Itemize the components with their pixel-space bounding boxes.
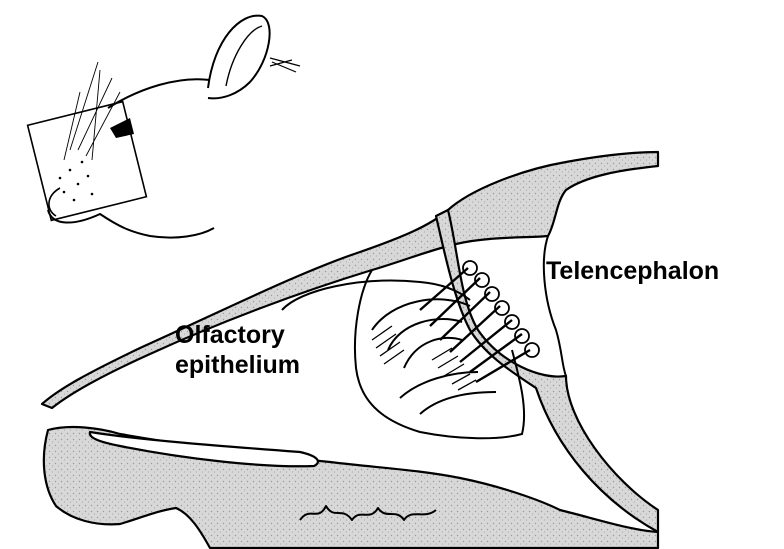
olfactory-epithelium-label-line-2: epithelium	[175, 350, 300, 380]
ear-outline	[208, 16, 270, 99]
snout-stipple	[59, 161, 94, 202]
olfactory-bulb-glomeruli	[463, 261, 539, 357]
snout-outline	[48, 210, 214, 238]
turbinate-lower-2	[420, 392, 496, 414]
head-inset-sketch	[28, 16, 300, 238]
skull-bone-structure	[42, 152, 658, 548]
whiskers	[64, 62, 120, 160]
nose-tip	[49, 188, 60, 216]
ear-tuft	[270, 58, 300, 72]
epithelium-hatching	[372, 326, 476, 390]
olfactory-epithelium-label-line-1: Olfactory	[175, 320, 300, 350]
ear-inner-line	[226, 26, 262, 86]
telencephalon-label: Telencephalon	[546, 256, 719, 286]
turbinate-middle	[388, 319, 462, 350]
olfactory-epithelium-label: Olfactory epithelium	[175, 320, 300, 380]
turbinate-inner	[404, 338, 462, 368]
